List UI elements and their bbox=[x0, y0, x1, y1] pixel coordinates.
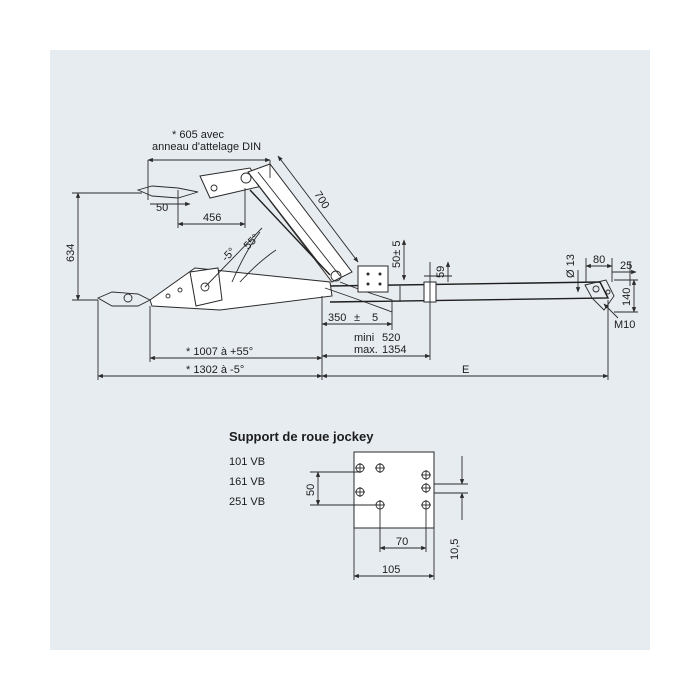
dim-E-label: E bbox=[462, 364, 469, 376]
dim-50: 50 bbox=[150, 201, 191, 214]
angle-minus5-label: -5° bbox=[220, 246, 239, 265]
max-label: max. bbox=[354, 344, 378, 356]
dim-m10: M10 bbox=[603, 303, 635, 331]
dim-456: 456 bbox=[177, 188, 246, 228]
dim-50pm5: 50± 5 bbox=[391, 239, 407, 281]
jockey-title: Support de roue jockey bbox=[229, 429, 374, 444]
mini-value: 520 bbox=[382, 332, 400, 344]
dim-80-label: 80 bbox=[593, 254, 605, 266]
dim-1007-label: * 1007 à +55° bbox=[186, 346, 253, 358]
dim-634: 634 bbox=[65, 192, 142, 301]
dim-80: 80 bbox=[585, 254, 613, 282]
dim-50pm5-label: 50± 5 bbox=[391, 241, 403, 268]
dim-1302: * 1302 à -5° bbox=[97, 300, 323, 380]
inclined-strut bbox=[247, 163, 353, 283]
dim-59: 59 bbox=[424, 261, 452, 282]
jockey-dim-70: 70 bbox=[396, 536, 408, 548]
angle-55-label: 55° bbox=[242, 232, 262, 252]
jockey-support: Support de roue jockey 101 VB 161 VB 251… bbox=[229, 429, 468, 580]
dim-456-label: 456 bbox=[203, 212, 221, 224]
note-605-line2: anneau d'attelage DIN bbox=[152, 141, 261, 153]
jockey-plate bbox=[353, 451, 435, 529]
jockey-dim-50: 50 bbox=[305, 484, 317, 496]
jockey-dim-10-5: 10,5 bbox=[449, 539, 461, 560]
max-value: 1354 bbox=[382, 344, 406, 356]
dim-5-label: 5 bbox=[372, 312, 378, 324]
dim-pm-label: ± bbox=[354, 312, 360, 324]
dim-25: 25 bbox=[612, 260, 637, 286]
jockey-model-3: 251 VB bbox=[229, 496, 265, 508]
jockey-model-1: 101 VB bbox=[229, 456, 265, 468]
dim-1007: * 1007 à +55° bbox=[149, 306, 323, 380]
dim-50-label: 50 bbox=[156, 202, 168, 214]
dim-E: E bbox=[321, 300, 609, 380]
dim-m10-label: M10 bbox=[614, 319, 635, 331]
dim-25-label: 25 bbox=[620, 260, 632, 272]
mini-label: mini bbox=[354, 332, 374, 344]
drawbar-tube bbox=[329, 281, 610, 303]
drawbar-assembly bbox=[96, 163, 615, 322]
dim-mini-max: mini 520 max. 1354 bbox=[321, 322, 431, 360]
jockey-dim-105: 105 bbox=[382, 564, 400, 576]
dim-700-label: 700 bbox=[311, 189, 331, 211]
dim-140-label: 140 bbox=[621, 288, 633, 306]
dim-350-label: 350 bbox=[328, 312, 346, 324]
dim-350: 350 ± 5 bbox=[321, 296, 393, 330]
dim-59-label: 59 bbox=[435, 266, 447, 278]
jockey-model-2: 161 VB bbox=[229, 476, 265, 488]
lower-arm bbox=[149, 267, 333, 311]
upper-coupling bbox=[136, 167, 263, 199]
dim-d13: Ø 13 bbox=[565, 254, 581, 293]
drawing-panel: -5° 55° * 605 avec anneau d'attelage DIN… bbox=[50, 50, 650, 650]
dim-d13-label: Ø 13 bbox=[565, 254, 577, 278]
dim-1302-label: * 1302 à -5° bbox=[186, 364, 244, 376]
dim-634-label: 634 bbox=[65, 244, 77, 262]
technical-drawing: -5° 55° * 605 avec anneau d'attelage DIN… bbox=[65, 129, 638, 580]
note-605-line1: * 605 avec bbox=[172, 129, 224, 141]
dim-605: * 605 avec anneau d'attelage DIN bbox=[147, 129, 271, 200]
dim-140: 140 bbox=[614, 279, 638, 313]
